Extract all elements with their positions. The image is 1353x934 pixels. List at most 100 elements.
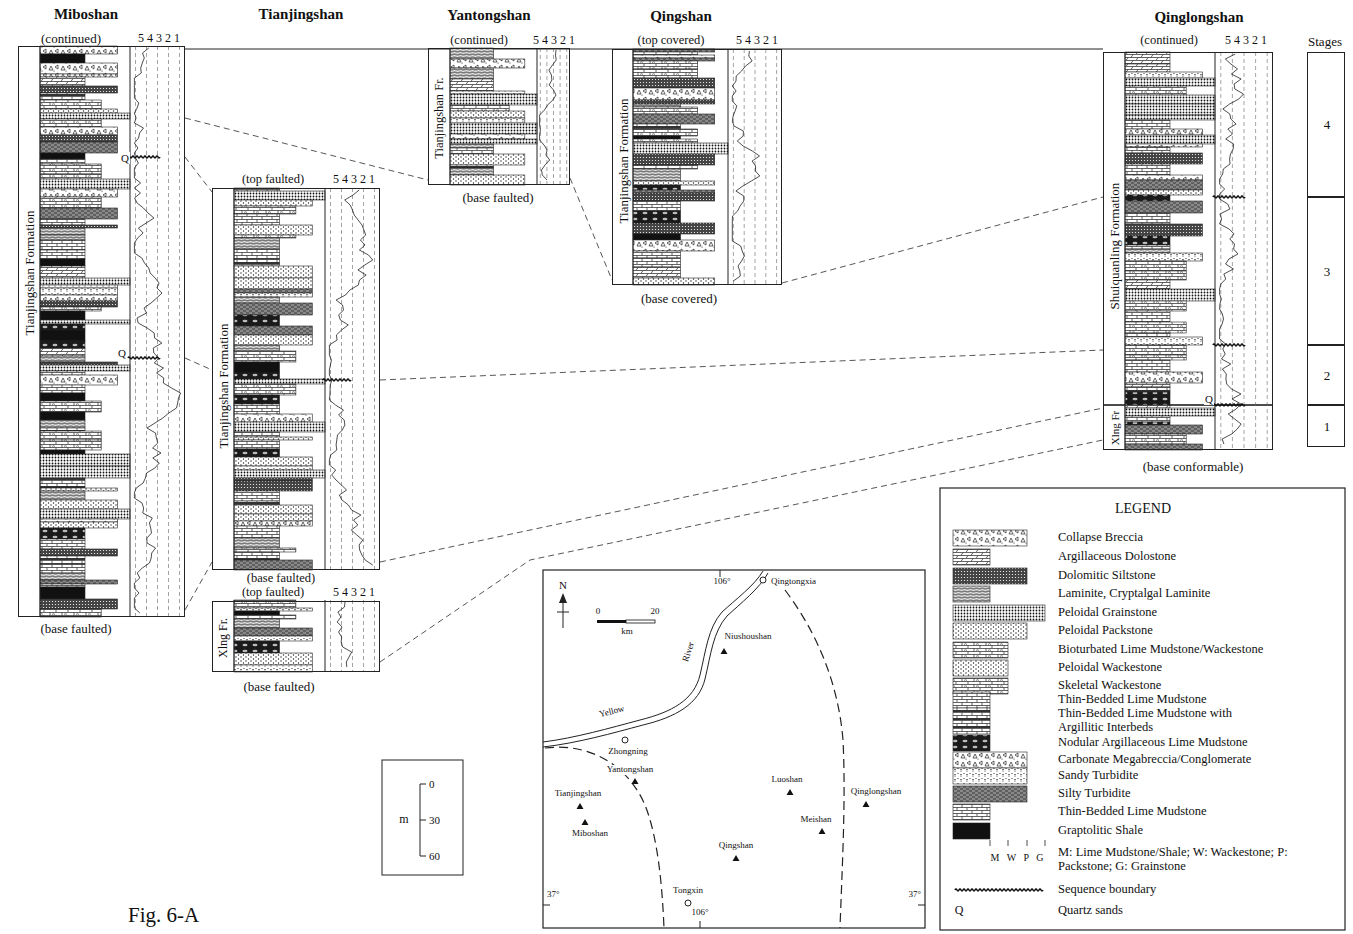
correlation-line xyxy=(380,408,1103,562)
rock-bed xyxy=(633,201,681,211)
stage-box: 3 xyxy=(1307,197,1345,345)
rock-bed xyxy=(40,86,117,93)
section-label: (base faulted) xyxy=(243,680,314,694)
rock-bed xyxy=(40,197,101,208)
rock-bed xyxy=(40,46,117,54)
rock-bed xyxy=(40,330,85,341)
rock-bed xyxy=(234,608,312,611)
curve-grid xyxy=(1221,52,1267,450)
label: Miboshan xyxy=(571,829,609,839)
legend-swatch xyxy=(953,678,1008,694)
rock-bed xyxy=(450,79,494,91)
label: Yantongshan xyxy=(606,765,655,775)
legend-swatch xyxy=(953,530,1027,546)
rock-bed xyxy=(1125,104,1215,115)
section-label: (continued) xyxy=(1140,34,1198,48)
basin-boundary xyxy=(785,590,844,928)
rock-bed xyxy=(450,123,537,134)
rock-bed xyxy=(234,548,296,552)
label: River xyxy=(681,640,697,664)
rock-bed xyxy=(40,189,117,197)
rock-bed xyxy=(234,278,312,289)
rock-bed xyxy=(40,113,130,119)
legend-frame xyxy=(940,488,1345,930)
rock-bed xyxy=(234,611,280,615)
figure-caption: Fig. 6-A xyxy=(128,904,199,927)
rock-bed xyxy=(450,139,537,144)
rock-bed xyxy=(450,134,525,139)
section-label: Tianjingshan Formation xyxy=(217,324,231,449)
rock-bed xyxy=(633,267,681,278)
rock-bed xyxy=(40,54,85,63)
legend-text: Collapse Breccia xyxy=(1058,531,1143,545)
rock-bed xyxy=(633,136,681,139)
rock-bed xyxy=(633,55,715,58)
rock-bed xyxy=(633,61,698,69)
stage-number: 3 xyxy=(1324,265,1331,279)
rock-bed xyxy=(1125,195,1170,201)
rock-bed xyxy=(40,119,101,127)
legend-swatch xyxy=(953,804,990,820)
rock-bed xyxy=(1125,261,1186,271)
label: Tianjingshan xyxy=(554,789,603,799)
rock-bed xyxy=(40,288,117,295)
rock-bed xyxy=(40,362,117,365)
label: 0 xyxy=(429,778,435,790)
rock-bed xyxy=(40,100,101,109)
rock-bed xyxy=(40,109,117,113)
north-arrow xyxy=(557,600,569,628)
rock-bed xyxy=(1125,190,1202,195)
rock-bed xyxy=(40,584,85,587)
sequence-boundary xyxy=(1213,196,1245,198)
section-label: 5 4 3 2 1 xyxy=(138,32,180,45)
rock-bed xyxy=(234,552,280,560)
river-bank xyxy=(543,573,768,747)
label: 106° xyxy=(691,908,708,918)
section-label: (top covered) xyxy=(638,34,705,48)
rock-bed xyxy=(633,104,681,107)
rock-bed xyxy=(40,250,85,259)
rock-bed xyxy=(234,293,312,297)
rock-bed xyxy=(40,77,85,86)
stage-box: 4 xyxy=(1307,52,1345,197)
rock-bed xyxy=(234,395,280,404)
legend-text: Carbonate Megabreccia/Conglomerate xyxy=(1058,753,1251,767)
rock-bed xyxy=(633,234,681,240)
section-label: Q xyxy=(120,152,130,164)
rock-bed xyxy=(40,324,85,330)
rock-bed xyxy=(1125,425,1202,434)
rock-bed xyxy=(234,501,280,505)
label: 37° xyxy=(908,890,921,900)
legend-text: Sandy Turbidite xyxy=(1058,769,1138,783)
stage-number: 2 xyxy=(1324,369,1331,383)
rock-bed xyxy=(40,371,85,375)
rock-bed xyxy=(40,587,85,599)
rock-bed xyxy=(1125,78,1215,86)
rock-bed xyxy=(234,619,280,628)
rock-bed xyxy=(1125,271,1186,280)
rock-bed xyxy=(633,124,681,129)
section-label: (continued) xyxy=(450,34,508,48)
rock-bed xyxy=(40,375,117,385)
rock-bed xyxy=(1125,115,1215,120)
rock-bed xyxy=(40,573,85,580)
rock-bed xyxy=(633,129,698,136)
depth-curve xyxy=(337,602,352,667)
rock-bed xyxy=(633,278,715,285)
section-label: Tianjingshan Formation xyxy=(23,211,37,336)
rock-bed xyxy=(1125,72,1202,78)
rock-bed xyxy=(234,345,280,351)
town-circle xyxy=(760,577,766,583)
rock-bed xyxy=(234,653,312,665)
river-bank xyxy=(543,571,763,742)
legend-text: M: Lime Mudstone/Shale; W: Wackestone; P… xyxy=(1058,846,1298,874)
rock-bed xyxy=(450,59,525,68)
rock-bed xyxy=(1125,383,1170,387)
rock-bed xyxy=(234,560,312,570)
rock-bed xyxy=(1125,224,1202,236)
rock-bed xyxy=(234,315,280,326)
rock-bed xyxy=(1125,86,1186,95)
rock-bed xyxy=(234,505,312,514)
rock-bed xyxy=(40,440,101,450)
